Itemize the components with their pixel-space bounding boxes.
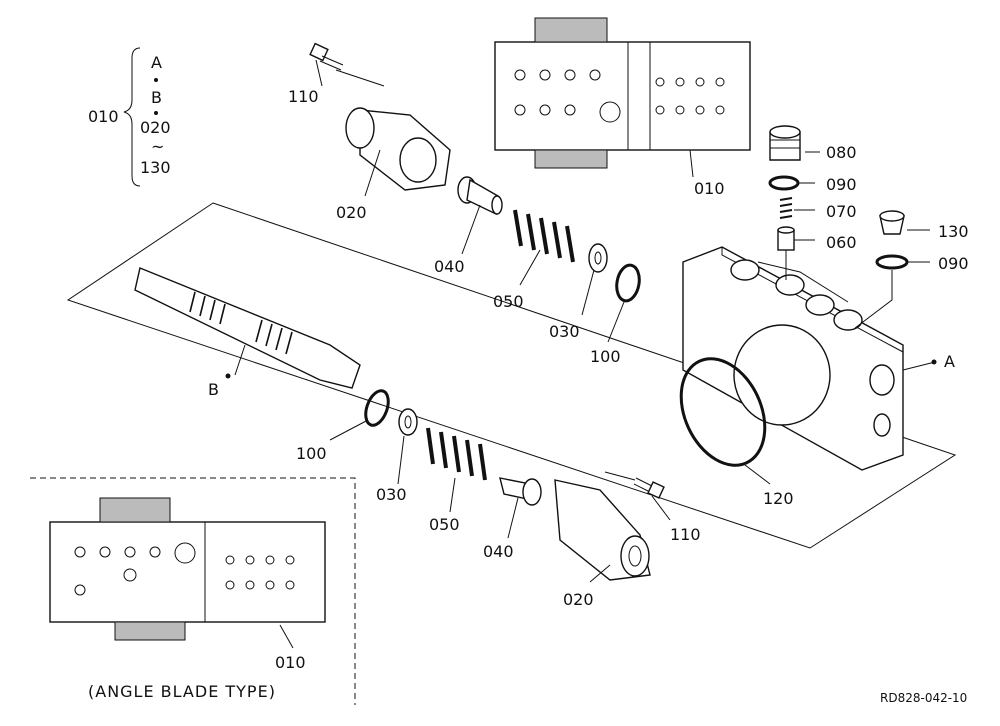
legend-item-130: 130 <box>140 158 171 177</box>
bolt-110-top <box>309 42 385 87</box>
leader-line <box>854 270 893 329</box>
o-ring-090-b <box>875 254 909 270</box>
label-070: 070 <box>826 202 857 221</box>
label-060: 060 <box>826 233 857 252</box>
label-090-b: 090 <box>938 254 969 273</box>
spool-b <box>134 267 361 389</box>
callout-dot-a <box>931 359 937 365</box>
label-100-top: 100 <box>590 347 621 366</box>
plug-080 <box>769 125 801 161</box>
label-040-bottom: 040 <box>483 542 514 561</box>
spring-070 <box>779 197 793 219</box>
drawing-reference: RD828-042-10 <box>880 691 967 705</box>
label-030-top: 030 <box>549 322 580 341</box>
legend-item-020: 020 <box>140 118 171 137</box>
label-010-inset: 010 <box>275 653 306 672</box>
label-100-bottom: 100 <box>296 444 327 463</box>
label-050-top: 050 <box>493 292 524 311</box>
label-120: 120 <box>763 489 794 508</box>
o-ring-100-bottom <box>364 389 390 427</box>
spring-050-top <box>513 209 575 263</box>
o-ring-090-a <box>768 175 800 191</box>
legend-group: 010 A B 020 ~ 130 <box>88 47 171 187</box>
o-ring-120 <box>679 357 767 467</box>
label-020-top: 020 <box>336 203 367 222</box>
valve-bottom-fittings <box>534 149 608 169</box>
valve-body <box>494 41 751 151</box>
callout-dot-b <box>225 373 231 379</box>
poppet-060 <box>777 226 795 251</box>
label-050-bottom: 050 <box>429 515 460 534</box>
part-labels: 110 020 040 050 030 100 010 080 090 070 … <box>208 87 969 672</box>
control-valve-assembly-inset <box>30 477 356 705</box>
label-030-bottom: 030 <box>376 485 407 504</box>
valve-top-fittings <box>534 17 608 43</box>
label-010-top: 010 <box>694 179 725 198</box>
inset-divider <box>30 477 356 705</box>
label-130: 130 <box>938 222 969 241</box>
legend-item-b: B <box>151 88 162 107</box>
spring-050-bottom <box>426 427 487 481</box>
label-110-top: 110 <box>288 87 319 106</box>
legend-item-tilde: ~ <box>151 137 164 156</box>
cover-020-bottom <box>554 479 651 581</box>
cover-020-top <box>345 107 451 191</box>
legend-code: 010 <box>88 107 119 126</box>
leader-line <box>757 261 849 303</box>
label-110-bottom: 110 <box>670 525 701 544</box>
label-a: A <box>944 352 955 371</box>
legend-brace <box>123 47 141 187</box>
spring-seat-040-top <box>457 176 503 216</box>
label-090-a: 090 <box>826 175 857 194</box>
label-020-bottom: 020 <box>563 590 594 609</box>
plug-130 <box>879 210 905 235</box>
label-b: B <box>208 380 219 399</box>
legend-dot <box>154 111 158 115</box>
inset-valve-body <box>49 521 326 623</box>
legend-dot <box>154 78 158 82</box>
label-040-top: 040 <box>434 257 465 276</box>
bolt-110-bottom <box>604 471 665 499</box>
leader-lines <box>234 59 936 649</box>
inset-caption: (ANGLE BLADE TYPE) <box>88 682 276 701</box>
o-ring-100-top <box>615 263 641 303</box>
label-080: 080 <box>826 143 857 162</box>
spring-seat-040-bottom <box>499 477 542 506</box>
control-valve-assembly-top <box>494 17 751 169</box>
legend-item-a: A <box>151 53 162 72</box>
